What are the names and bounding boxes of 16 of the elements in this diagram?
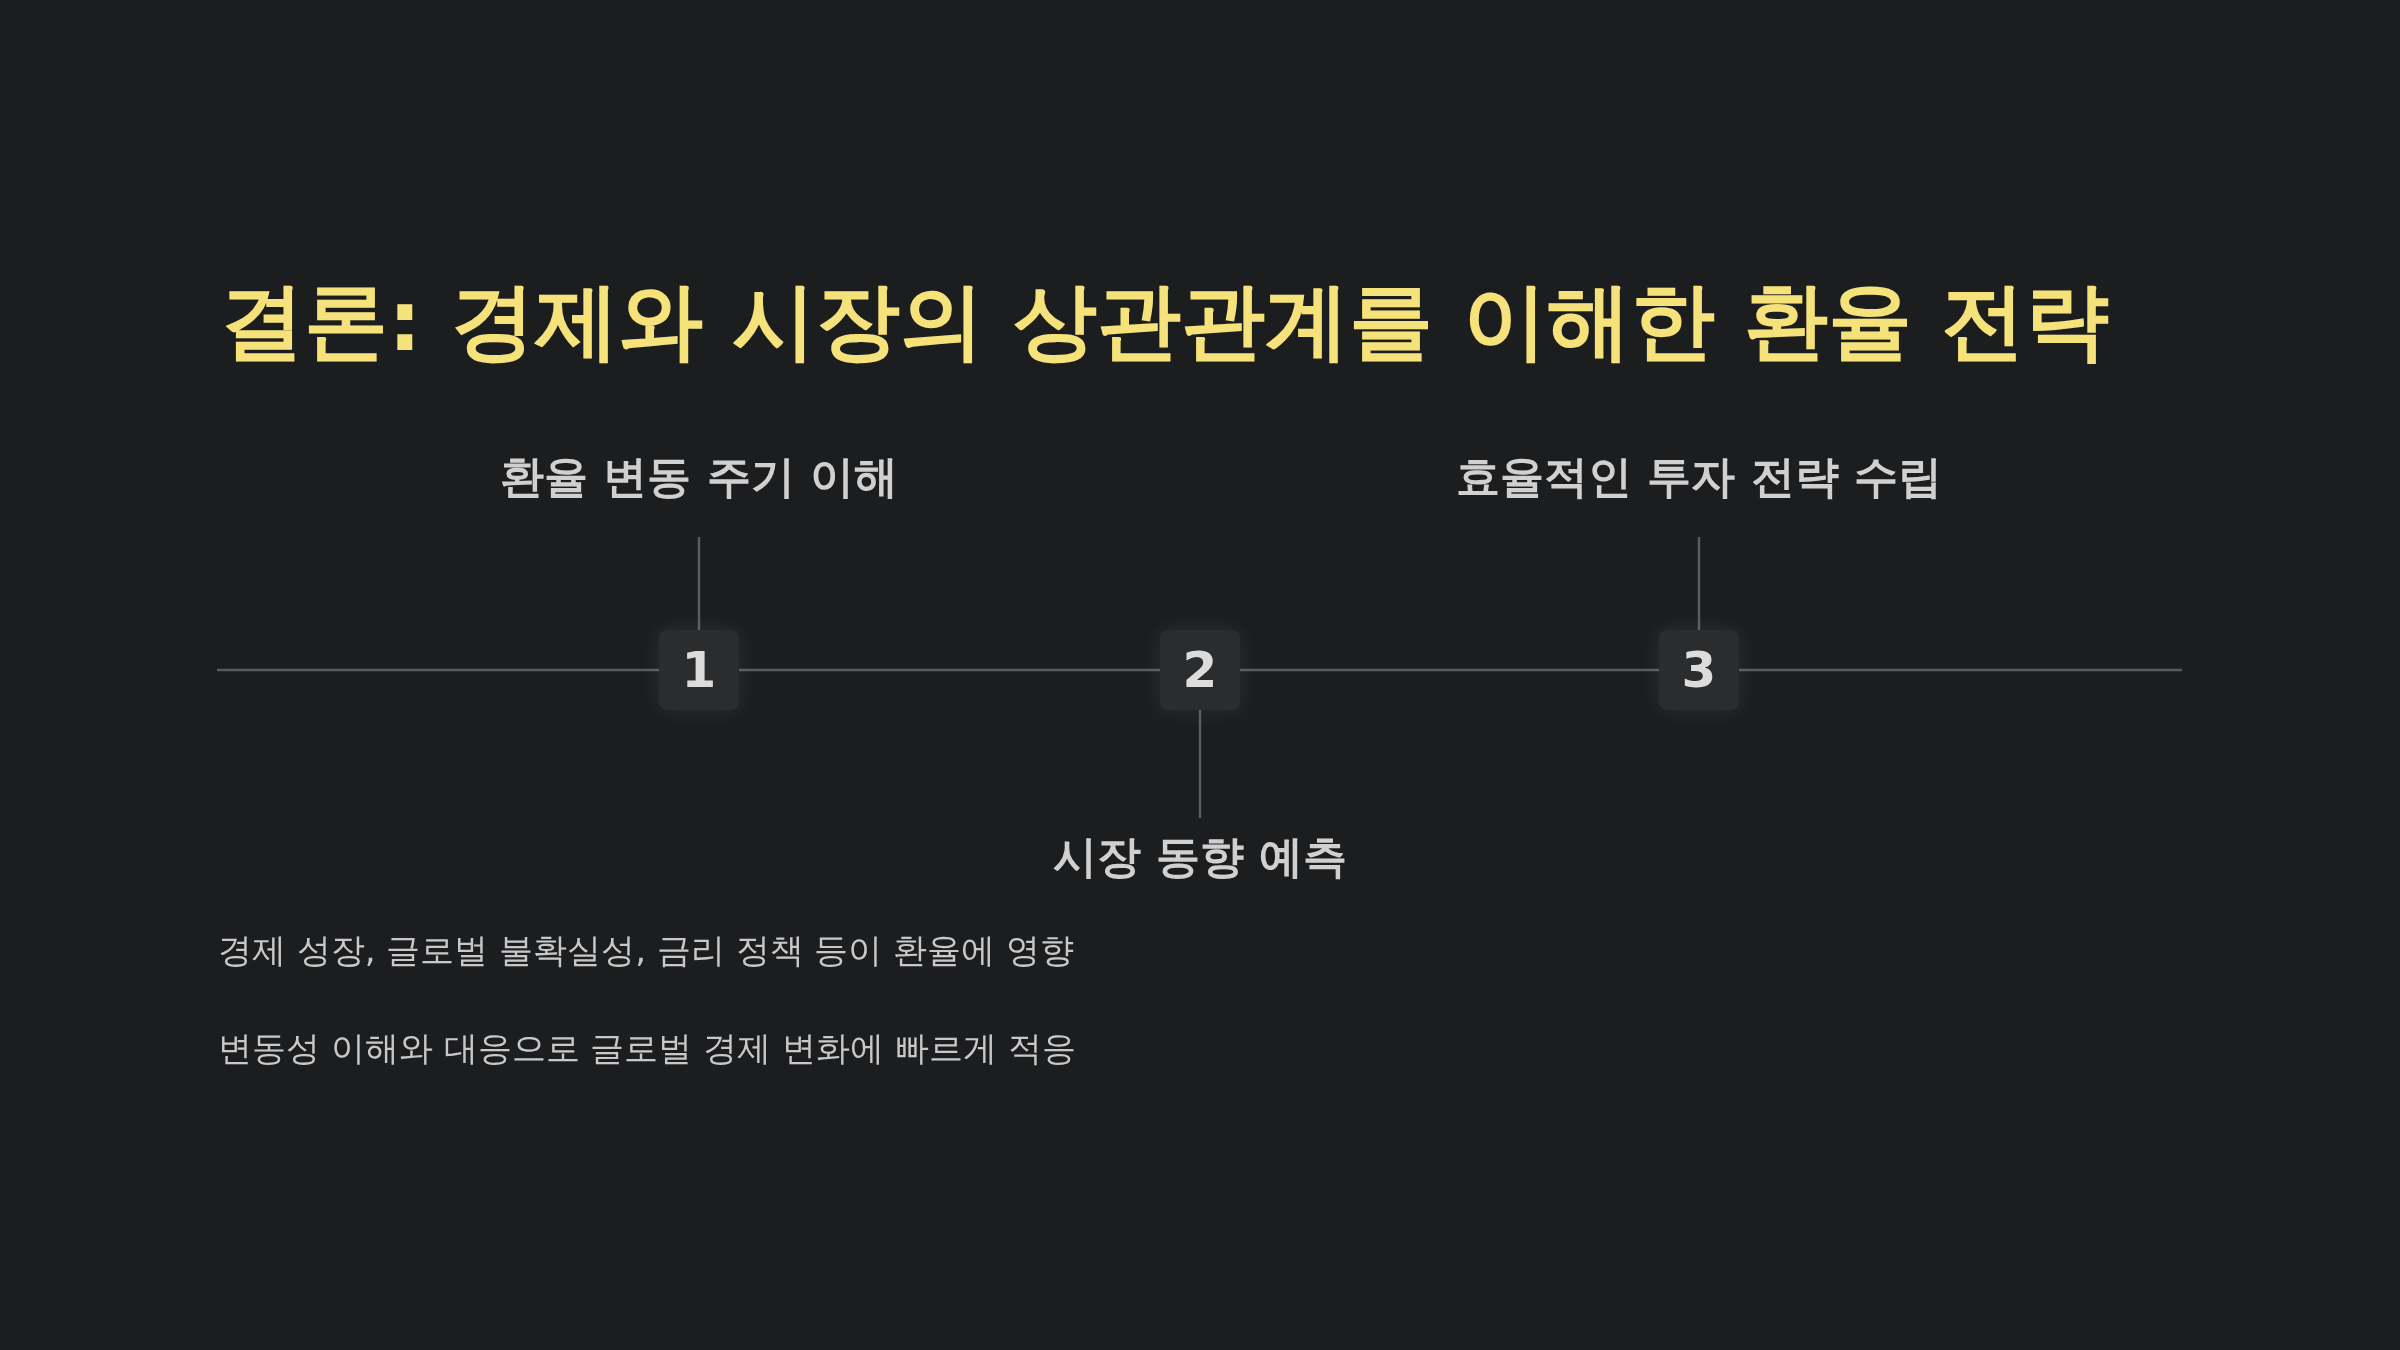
timeline-line [217, 668, 659, 672]
step-heading: 환율 변동 주기 이해 [500, 448, 898, 507]
timeline-line [739, 668, 1160, 672]
step-number-badge: 1 [659, 630, 739, 710]
body-text: 변동성 이해와 대응으로 글로벌 경제 변화에 빠르게 적응 [218, 1027, 1076, 1070]
step-number-badge: 3 [1659, 630, 1739, 710]
connector-line [1697, 537, 1701, 630]
step-heading: 시장 동향 예측 [1052, 828, 1348, 887]
step-heading: 효율적인 투자 전략 수립 [1456, 448, 1942, 507]
timeline-line [1240, 668, 1659, 672]
body-text: 경제 성장, 글로벌 불확실성, 금리 정책 등이 환율에 영향 [218, 929, 1075, 972]
connector-line [1198, 710, 1202, 818]
timeline-line [1739, 668, 2182, 672]
slide-title: 결론: 경제와 시장의 상관관계를 이해한 환율 전략 [220, 271, 2110, 372]
step-number-badge: 2 [1160, 630, 1240, 710]
connector-line [697, 537, 701, 630]
